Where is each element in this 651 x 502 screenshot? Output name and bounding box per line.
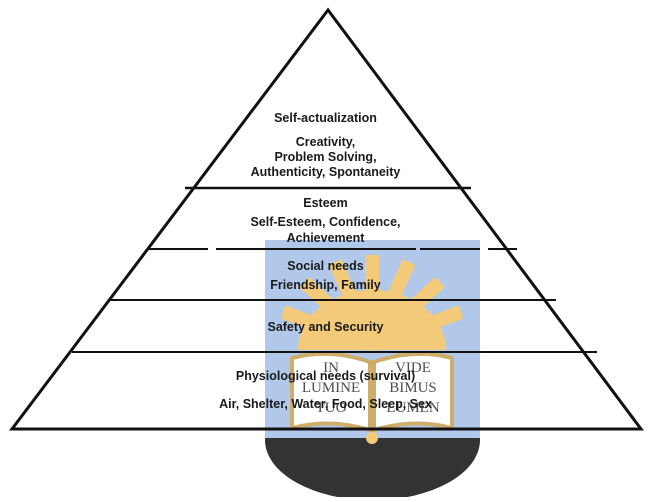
motto-word: LUMEN: [386, 400, 439, 416]
level-title-physiological-needs: Physiological needs (survival): [235, 369, 416, 383]
motto-word: LUMINE: [302, 380, 360, 396]
level-line: Air, Shelter, Water, Food, Sleep, Sex: [219, 397, 432, 411]
pyramid-outline: [8, 7, 644, 431]
level-title-social-needs: Social needs: [287, 259, 364, 273]
level-line: Achievement: [286, 231, 365, 245]
level-line: Creativity,: [295, 135, 356, 149]
motto-word: VIDE: [395, 360, 431, 376]
level-title-esteem: Esteem: [303, 196, 348, 210]
open-book-icon: [290, 351, 454, 444]
level-line: Problem Solving,: [274, 150, 377, 164]
level-title-self-actualization: Self-actualization: [274, 111, 377, 125]
book-motto-left: IN LUMINE TUO: [302, 360, 360, 416]
level-line: Self-Esteem, Confidence,: [250, 215, 401, 229]
level-title-safety-and-security: Safety and Security: [267, 320, 384, 334]
university-crest-watermark: IN LUMINE TUO VIDE BIMUS LUMEN: [265, 240, 480, 501]
motto-word: BIMUS: [389, 380, 437, 396]
level-line: Friendship, Family: [270, 278, 381, 292]
motto-word: IN: [323, 360, 339, 376]
book-motto-right: VIDE BIMUS LUMEN: [386, 360, 439, 416]
sun-disc: [298, 290, 446, 350]
level-line: Authenticity, Spontaneity: [250, 165, 401, 179]
motto-word: TUO: [316, 400, 347, 416]
